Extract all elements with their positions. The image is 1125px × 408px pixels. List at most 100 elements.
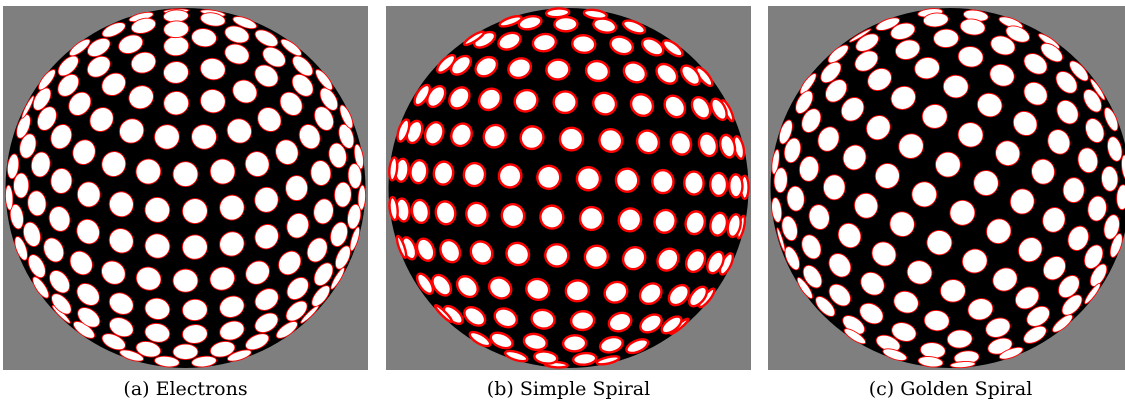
sphere-dot: [957, 46, 984, 68]
sphere-dot: [191, 355, 217, 368]
sphere-dot: [894, 39, 921, 60]
sphere-dot: [209, 158, 236, 185]
sphere-dot: [219, 231, 245, 257]
sphere-dot: [569, 310, 596, 332]
sphere-dot: [144, 196, 171, 223]
sphere-dot: [118, 118, 145, 144]
sphere-dot: [338, 123, 355, 149]
sphere-dot: [279, 91, 303, 116]
sphere-dot: [482, 123, 507, 149]
sphere-dot: [545, 58, 571, 81]
sphere-dot: [1031, 158, 1056, 185]
sphere-dot: [313, 198, 334, 225]
sphere-dot: [855, 33, 880, 52]
sphere-dot: [545, 7, 571, 19]
sphere-dot: [561, 334, 588, 353]
golden-spiral-sphere-render: [770, 8, 1125, 369]
sphere-dot: [108, 228, 134, 254]
sphere-dot: [898, 133, 924, 159]
sphere-dot: [921, 103, 948, 129]
sphere-dot: [726, 213, 742, 239]
sphere-dot: [172, 161, 199, 188]
sphere-dot: [76, 181, 101, 208]
sphere-dot: [298, 124, 321, 150]
sphere-dot: [254, 288, 279, 311]
sphere-dot: [709, 211, 729, 237]
sphere-dot: [778, 119, 793, 145]
sphere-dot: [14, 236, 28, 261]
sphere-dot: [552, 90, 578, 115]
sphere-dot: [291, 73, 314, 97]
sphere-dot: [86, 55, 111, 78]
sphere-dot: [926, 229, 953, 256]
sphere-dot: [815, 295, 836, 317]
sphere-dot: [219, 320, 245, 341]
sphere-dot: [1040, 42, 1064, 63]
sphere-dot: [784, 246, 801, 271]
sphere-dot: [564, 279, 591, 303]
sphere-dot: [76, 283, 100, 306]
sphere-dot: [783, 137, 802, 164]
sphere-dot: [144, 322, 171, 343]
sphere-dot: [822, 174, 846, 201]
sphere-dot: [469, 240, 494, 265]
sphere-dot: [209, 266, 236, 291]
sphere-dot: [463, 30, 486, 47]
sphere-dot: [232, 16, 258, 30]
sphere-dot: [684, 248, 707, 274]
sphere-dot: [773, 167, 788, 194]
sphere-dot: [254, 312, 279, 333]
sphere-dot: [119, 349, 145, 362]
sphere-dot: [592, 17, 618, 34]
sphere-dot: [598, 335, 624, 354]
sphere-dot: [837, 222, 862, 249]
sphere-dot: [575, 166, 602, 192]
electrons-sphere-image: [3, 6, 368, 370]
sphere-dot: [144, 297, 171, 320]
sphere-dot: [578, 205, 605, 232]
sphere-dot: [172, 343, 199, 361]
sphere-dot: [801, 108, 822, 133]
sphere-dot: [498, 15, 523, 28]
sphere-dot: [72, 139, 96, 165]
sphere-dot: [219, 194, 245, 221]
sphere-dot: [536, 164, 562, 191]
sphere-dot: [135, 158, 162, 185]
sphere-dot: [154, 355, 180, 368]
sphere-dot: [592, 91, 618, 116]
sphere-dot: [32, 87, 52, 111]
sphere-dot: [462, 161, 487, 188]
sphere-dot: [181, 198, 208, 224]
sphere-dot: [1023, 81, 1048, 106]
sphere-dot: [477, 87, 503, 112]
sphere-dot: [497, 163, 523, 189]
sphere-dot: [922, 12, 949, 28]
sphere-dot: [651, 168, 675, 195]
sphere-dot: [607, 311, 633, 333]
sphere-dot: [914, 56, 941, 80]
sphere-dot: [990, 35, 1016, 56]
sphere-dot: [1116, 184, 1125, 211]
sphere-dot: [463, 305, 487, 327]
sphere-dot: [684, 210, 706, 236]
sphere-dot: [522, 332, 548, 352]
sphere-dot: [854, 50, 879, 72]
sphere-dot: [828, 253, 852, 278]
sphere-dot: [859, 302, 884, 325]
sphere-dot: [653, 208, 677, 234]
sphere-dot: [1069, 60, 1089, 82]
sphere-dot: [680, 64, 702, 87]
sphere-dot: [254, 64, 279, 88]
sphere-dot: [163, 91, 190, 116]
sphere-dot: [1089, 263, 1108, 287]
sphere-dot: [232, 79, 258, 104]
sphere-dot: [130, 17, 157, 34]
sphere-dot: [985, 317, 1011, 338]
sphere-dot: [319, 87, 339, 111]
sphere-dot: [27, 190, 47, 217]
sphere-dot: [465, 201, 489, 227]
sphere-dot: [709, 171, 729, 198]
sphere-dot: [874, 163, 900, 189]
sphere-dot: [1085, 118, 1105, 144]
sphere-dot: [1109, 233, 1123, 258]
